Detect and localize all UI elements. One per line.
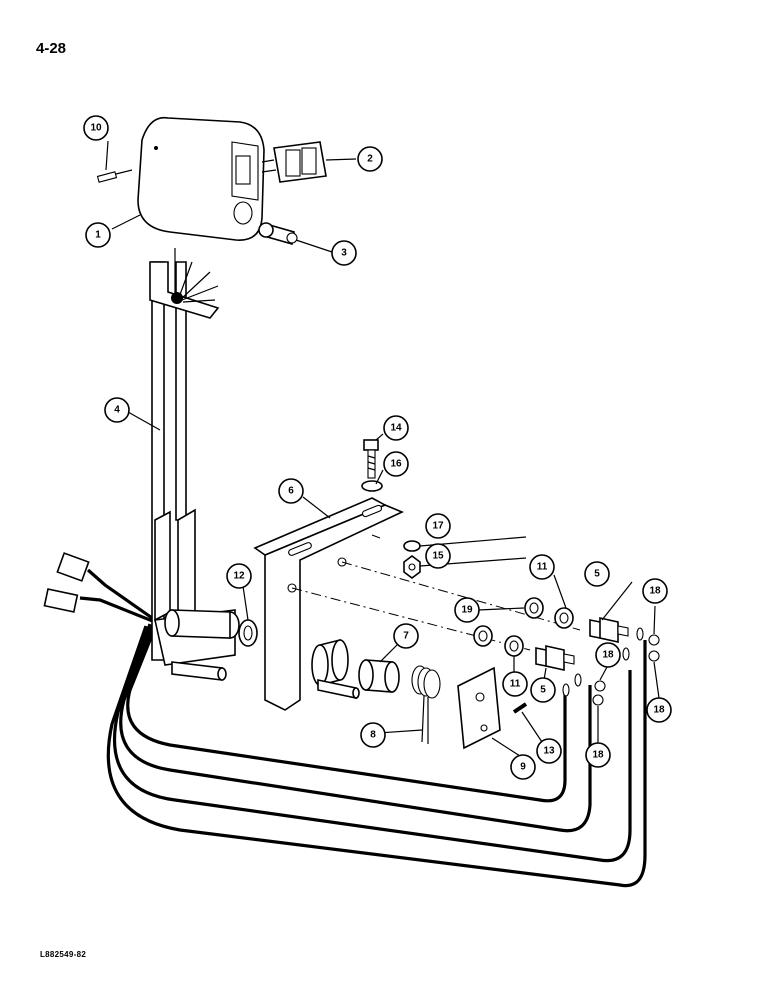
callout-17: 17 (425, 513, 451, 539)
limit-switch-upper (589, 617, 629, 643)
callout-6: 6 (278, 478, 304, 504)
washer-11-upper (554, 607, 574, 629)
callout-18-c: 18 (646, 697, 672, 723)
callout-label: 6 (288, 486, 294, 497)
callout-label: 13 (543, 746, 555, 757)
callout-label: 12 (233, 571, 245, 582)
callout-3: 3 (331, 240, 357, 266)
callout-label: 1 (95, 230, 101, 241)
mounting-bracket (253, 497, 404, 711)
actuator-plate (457, 666, 501, 750)
callout-label: 14 (390, 423, 402, 434)
callout-label: 18 (592, 750, 604, 761)
callout-label: 2 (367, 154, 373, 165)
callout-18-d: 18 (585, 742, 611, 768)
harness-connectors (43, 552, 156, 624)
callout-label: 9 (520, 762, 526, 773)
callout-label: 4 (114, 405, 120, 416)
callout-5-upper: 5 (584, 561, 610, 587)
hex-nut (403, 555, 421, 579)
torsion-spring (411, 665, 441, 744)
callout-label: 18 (653, 705, 665, 716)
washer-11-lower (504, 635, 524, 657)
alignment-line (341, 561, 581, 631)
callout-9: 9 (510, 754, 536, 780)
callout-12: 12 (226, 563, 252, 589)
callout-label: 7 (403, 631, 409, 642)
callout-label: 11 (510, 679, 521, 690)
screw (96, 169, 133, 183)
bushing (311, 638, 400, 693)
callout-10: 10 (83, 115, 109, 141)
rocker-switch (261, 141, 327, 183)
callout-4: 4 (104, 397, 130, 423)
callout-8: 8 (360, 722, 386, 748)
callout-label: 8 (370, 730, 376, 741)
callout-label: 15 (432, 551, 444, 562)
callout-18-b: 18 (595, 642, 621, 668)
lock-washer (403, 540, 421, 552)
callout-label: 5 (594, 569, 600, 580)
callout-5-lower: 5 (530, 677, 556, 703)
callout-11-upper: 11 (529, 554, 555, 580)
callout-label: 19 (461, 605, 473, 616)
flat-washer (361, 480, 383, 492)
figure-code: L882549-82 (40, 950, 87, 959)
callout-19: 19 (454, 597, 480, 623)
terminal-nuts (592, 634, 660, 706)
callout-1: 1 (85, 222, 111, 248)
pivot-shaft (317, 679, 360, 699)
callout-11-lower: 11 (502, 671, 528, 697)
callout-label: 10 (90, 123, 102, 134)
callout-label: 11 (537, 562, 548, 573)
wire-terminals (562, 627, 644, 697)
callout-label: 18 (602, 650, 614, 661)
callout-16: 16 (383, 451, 409, 477)
washer-19-lower (473, 625, 493, 647)
push-switch (258, 222, 298, 246)
callout-label: 3 (341, 248, 347, 259)
page-number: 4-28 (36, 40, 67, 57)
callout-13: 13 (536, 738, 562, 764)
callout-2: 2 (357, 146, 383, 172)
callout-label: 17 (432, 521, 444, 532)
callout-18-a: 18 (642, 578, 668, 604)
limit-switch-lower (535, 645, 575, 671)
switch-leads (171, 248, 219, 304)
switch-housing (137, 116, 265, 241)
spacer-washer (238, 619, 258, 647)
support-bar (149, 261, 240, 681)
callout-label: 5 (540, 685, 546, 696)
alignment-line (371, 534, 381, 539)
roll-pin (512, 702, 528, 714)
callout-15: 15 (425, 543, 451, 569)
washer-19-upper (524, 597, 544, 619)
callout-7: 7 (393, 623, 419, 649)
bolt (363, 439, 379, 479)
callout-label: 18 (649, 586, 661, 597)
harness-wires (106, 619, 647, 888)
callout-14: 14 (383, 415, 409, 441)
callout-label: 16 (390, 459, 402, 470)
